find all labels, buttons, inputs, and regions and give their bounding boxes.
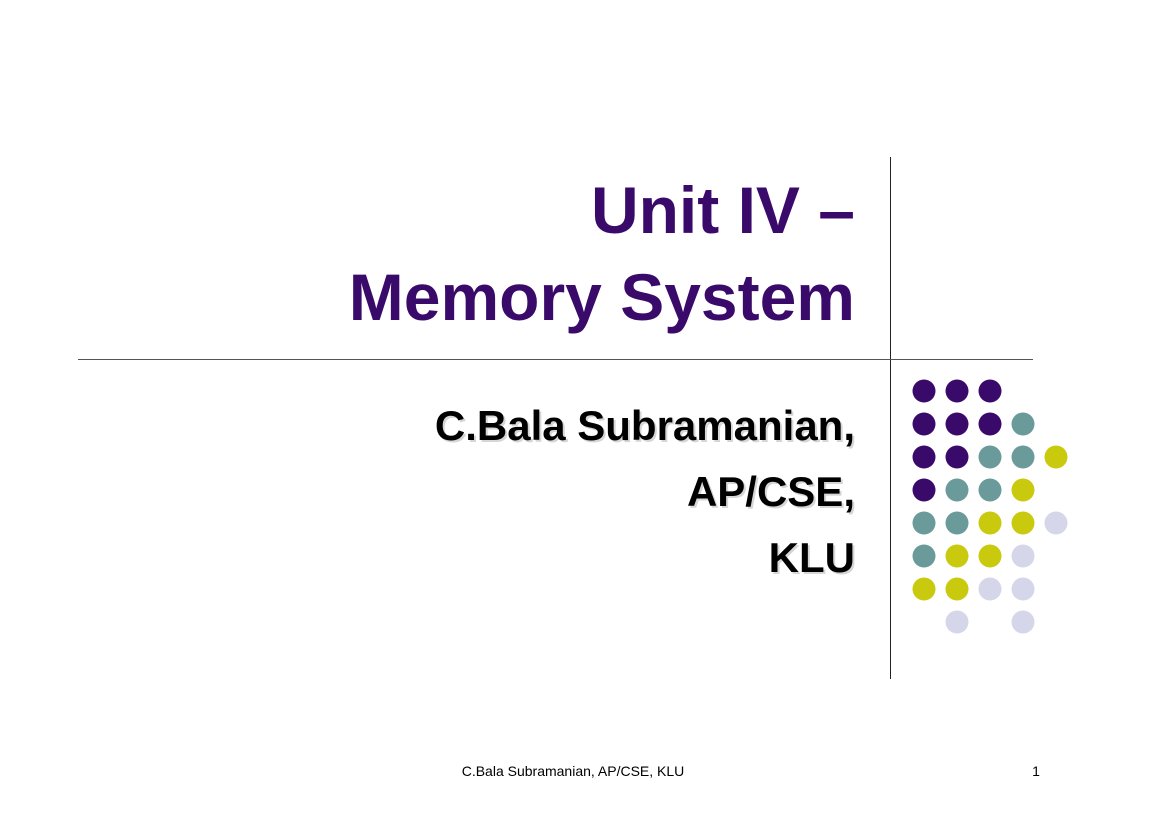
decorative-dot bbox=[945, 412, 969, 436]
subtitle-position: AP/CSE, bbox=[686, 468, 855, 515]
decorative-dot bbox=[912, 544, 936, 568]
decorative-dot bbox=[978, 511, 1002, 535]
decorative-dot bbox=[1011, 511, 1035, 535]
decorative-dot bbox=[912, 577, 936, 601]
slide-title: Unit IV – Memory System bbox=[155, 167, 855, 341]
horizontal-divider bbox=[78, 359, 1033, 360]
vertical-divider bbox=[890, 157, 891, 679]
decorative-dot bbox=[1011, 478, 1035, 502]
decorative-dot bbox=[1011, 412, 1035, 436]
decorative-dot bbox=[978, 544, 1002, 568]
subtitle-institution: KLU bbox=[768, 534, 855, 581]
decorative-dot bbox=[1044, 511, 1068, 535]
slide-subtitle: C.Bala Subramanian, AP/CSE, KLU bbox=[155, 393, 855, 591]
decorative-dot bbox=[1011, 577, 1035, 601]
decorative-dot bbox=[945, 445, 969, 469]
decorative-dot bbox=[912, 445, 936, 469]
decorative-dot bbox=[945, 544, 969, 568]
decorative-dot bbox=[945, 577, 969, 601]
title-line-1: Unit IV – bbox=[590, 173, 855, 247]
decorative-dot bbox=[1011, 544, 1035, 568]
decorative-dot bbox=[1011, 610, 1035, 634]
decorative-dot bbox=[912, 379, 936, 403]
decorative-dot bbox=[978, 445, 1002, 469]
decorative-dot bbox=[978, 412, 1002, 436]
page-number: 1 bbox=[1032, 763, 1040, 779]
title-line-2: Memory System bbox=[348, 260, 855, 334]
decorative-dot bbox=[1011, 445, 1035, 469]
footer-text: C.Bala Subramanian, AP/CSE, KLU bbox=[461, 763, 685, 779]
decorative-dot bbox=[978, 478, 1002, 502]
decorative-dot bbox=[912, 412, 936, 436]
decorative-dot bbox=[945, 478, 969, 502]
decorative-dot bbox=[945, 610, 969, 634]
subtitle-author: C.Bala Subramanian, bbox=[434, 402, 855, 449]
decorative-dot bbox=[945, 511, 969, 535]
decorative-dot bbox=[978, 379, 1002, 403]
decorative-dot bbox=[912, 511, 936, 535]
decorative-dot bbox=[1044, 445, 1068, 469]
decorative-dot bbox=[912, 478, 936, 502]
decorative-dot bbox=[945, 379, 969, 403]
decorative-dot bbox=[978, 577, 1002, 601]
